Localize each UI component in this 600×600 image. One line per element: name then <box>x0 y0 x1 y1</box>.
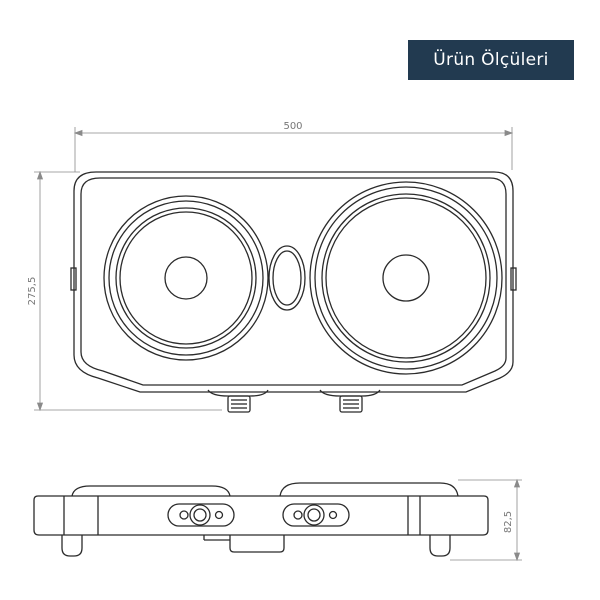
right-burner-ring-outer <box>309 181 503 375</box>
right-burner-center <box>382 254 430 302</box>
left-burner-ring-outer <box>103 195 269 361</box>
page-title-badge: Ürün Ölçüleri <box>408 40 574 80</box>
right-foot <box>429 535 451 557</box>
left-burner-center <box>164 256 208 300</box>
left-burner-ring <box>108 200 264 356</box>
page-title: Ürün Ölçüleri <box>433 50 549 70</box>
right-burner-top-profile <box>279 482 459 497</box>
height-dimension-label: 82,5 <box>503 511 514 533</box>
base-plate <box>229 535 285 553</box>
left-burner-plate <box>115 207 257 349</box>
front-view <box>33 482 489 557</box>
right-indicator-small-2 <box>328 510 338 520</box>
right-burner-ring <box>314 186 498 370</box>
right-handle <box>510 267 517 291</box>
front-body-outline <box>33 495 489 536</box>
hotplate-body-outline <box>73 171 514 393</box>
indicator-lamp-inner <box>272 250 302 306</box>
left-indicator-small <box>179 510 189 520</box>
indicator-lamp-outer <box>268 245 306 311</box>
left-control-panel <box>167 503 235 527</box>
top-view <box>70 171 517 413</box>
hotplate-body-inner-outline <box>80 177 507 386</box>
width-dimension <box>73 127 514 172</box>
left-foot <box>61 535 83 557</box>
right-knob-front <box>303 504 325 526</box>
right-indicator-small <box>293 510 303 520</box>
right-knob-top-view <box>319 389 381 413</box>
left-knob-front <box>189 504 211 526</box>
left-indicator-small-2 <box>214 510 224 520</box>
right-burner-plate <box>321 193 491 363</box>
left-knob-top-view <box>207 389 269 413</box>
left-burner-plate-inner <box>119 211 253 345</box>
left-handle <box>70 267 77 291</box>
left-burner-top-profile <box>71 485 231 497</box>
width-dimension-label: 500 <box>283 121 302 132</box>
right-control-panel <box>282 503 350 527</box>
depth-dimension <box>34 170 222 412</box>
right-burner-plate-inner <box>325 197 487 359</box>
depth-dimension-label: 275,5 <box>27 277 38 306</box>
height-dimension <box>450 478 522 562</box>
